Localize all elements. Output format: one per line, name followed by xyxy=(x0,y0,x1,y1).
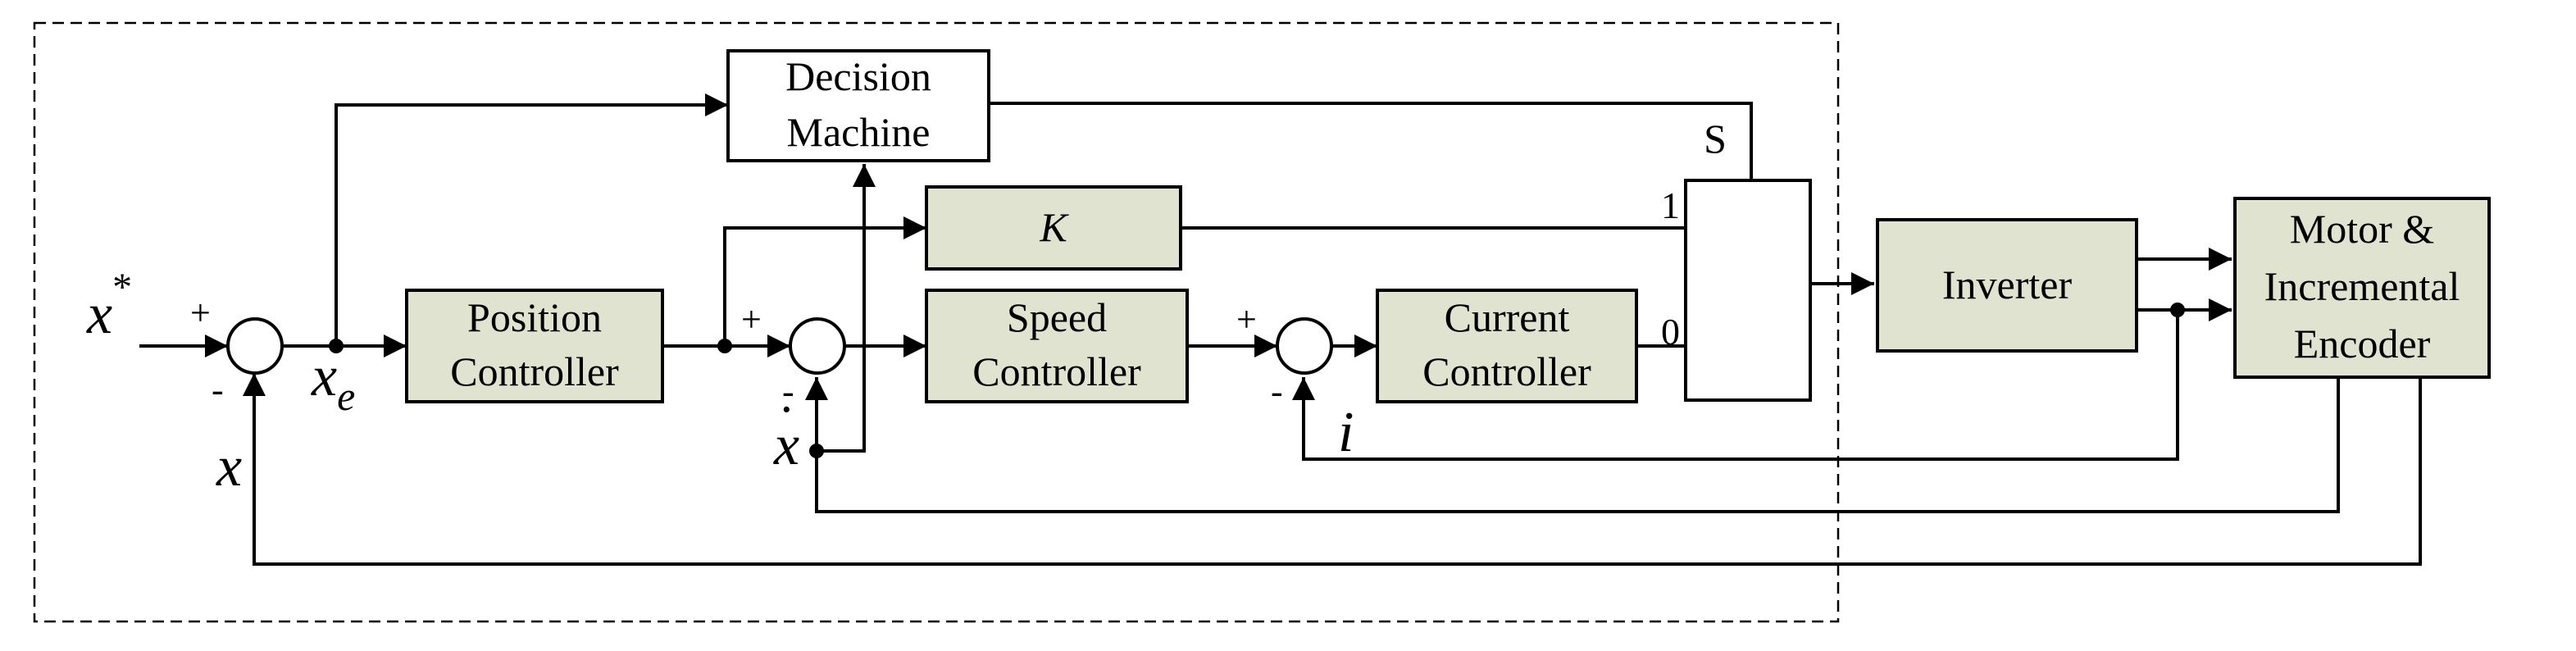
sum3-minus-sign: - xyxy=(1271,371,1283,412)
reference-signal-label: x* xyxy=(86,266,132,346)
position-feedback-label: x xyxy=(216,435,242,498)
speed-controller-label-line1: Speed xyxy=(1007,294,1107,340)
position-controller-block: Position Controller xyxy=(405,289,664,403)
speed-controller-label-line2: Controller xyxy=(972,348,1141,394)
switch-label: S xyxy=(1704,116,1727,162)
gain-k-label: K xyxy=(1039,204,1069,250)
summing-junction-current xyxy=(1276,317,1333,375)
decision-machine-label-line1: Decision xyxy=(785,53,931,99)
speed-feedback-label: x xyxy=(773,414,799,477)
position-controller-label-line1: Position xyxy=(467,294,602,340)
current-controller-label-line1: Current xyxy=(1445,294,1570,340)
decision-machine-label-line2: Machine xyxy=(787,109,931,155)
inverter-block: Inverter xyxy=(1876,218,2138,353)
motor-encoder-label-line1: Motor & xyxy=(2290,206,2434,252)
gain-k-block: K xyxy=(925,185,1182,271)
error-signal-label: xe xyxy=(311,345,355,419)
motor-encoder-label-line3: Encoder xyxy=(2294,321,2431,366)
decision-machine-block: Decision Machine xyxy=(726,49,990,162)
error-symbol: x xyxy=(311,345,337,408)
speed-dot-mark: · xyxy=(781,389,793,430)
switch-input-1-label: 1 xyxy=(1661,184,1680,226)
sum1-minus-sign: - xyxy=(212,370,224,410)
sum2-minus-sign: - xyxy=(782,371,794,412)
summing-junction-speed xyxy=(789,317,846,375)
reference-superscript: * xyxy=(112,266,132,309)
motor-encoder-block: Motor & Incremental Encoder xyxy=(2233,197,2491,379)
position-branch-node xyxy=(717,339,732,353)
current-branch-node xyxy=(2170,303,2185,317)
sum1-plus-sign: + xyxy=(190,293,211,333)
sum3-plus-sign: + xyxy=(1236,299,1257,339)
switch-input-0-label: 0 xyxy=(1661,311,1680,353)
error-branch-node xyxy=(329,339,344,353)
sum2-plus-sign: + xyxy=(741,299,762,339)
error-subscript: e xyxy=(337,373,355,419)
current-feedback-label: i xyxy=(1338,401,1354,464)
summing-junction-position xyxy=(226,317,284,375)
speed-branch-node xyxy=(809,444,824,458)
reference-symbol: x xyxy=(86,283,112,346)
speed-controller-block: Speed Controller xyxy=(925,289,1189,403)
current-controller-label-line2: Controller xyxy=(1422,348,1591,394)
position-controller-label-line2: Controller xyxy=(450,348,619,394)
inverter-label: Inverter xyxy=(1942,262,2073,307)
motor-encoder-label-line2: Incremental xyxy=(2264,263,2460,309)
switch-block: S 1 0 xyxy=(1661,116,1812,402)
current-controller-block: Current Controller xyxy=(1376,289,1638,403)
controller-boundary xyxy=(33,21,1840,623)
